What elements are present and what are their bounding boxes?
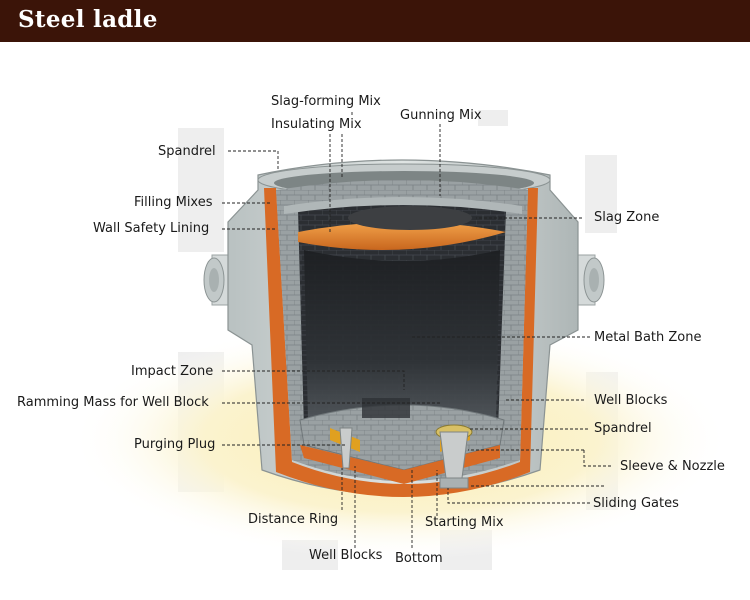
label-ramming-mass: Ramming Mass for Well Block	[17, 395, 209, 410]
label-slag-forming-mix: Slag-forming Mix	[271, 94, 381, 109]
label-metal-bath-zone: Metal Bath Zone	[594, 330, 702, 345]
label-panel-top-left	[178, 128, 224, 252]
label-sleeve-nozzle: Sleeve & Nozzle	[620, 459, 725, 474]
label-panel-gunning	[478, 110, 508, 126]
label-distance-ring: Distance Ring	[248, 512, 339, 527]
leader-lines	[222, 112, 612, 548]
label-starting-mix: Starting Mix	[425, 515, 504, 530]
gunning-mix-mound	[348, 206, 472, 230]
metal-bath	[304, 250, 500, 434]
label-bottom: Bottom	[395, 551, 443, 566]
label-insulating-mix: Insulating Mix	[271, 117, 362, 132]
label-filling-mixes: Filling Mixes	[134, 195, 213, 210]
label-impact-zone: Impact Zone	[131, 364, 214, 379]
label-spandrel-top: Spandrel	[158, 144, 216, 159]
label-gunning-mix: Gunning Mix	[400, 108, 482, 123]
label-purging-plug: Purging Plug	[134, 437, 216, 452]
sliding-gate-icon	[439, 477, 469, 489]
slag-layer	[298, 222, 506, 250]
label-well-blocks-right: Well Blocks	[594, 393, 668, 408]
header-bar: Steel ladle	[0, 0, 750, 42]
page-title: Steel ladle	[18, 6, 158, 33]
safety-lining	[264, 188, 538, 497]
label-spandrel-bottom: Spandrel	[594, 421, 652, 436]
label-panel-top-right	[585, 155, 617, 233]
label-slag-zone: Slag Zone	[594, 210, 660, 225]
purging-plug-icon	[339, 427, 353, 469]
label-sliding-gates: Sliding Gates	[593, 496, 679, 511]
label-well-blocks-bottom: Well Blocks	[309, 548, 383, 563]
label-wall-safety-lining: Wall Safety Lining	[93, 221, 210, 236]
